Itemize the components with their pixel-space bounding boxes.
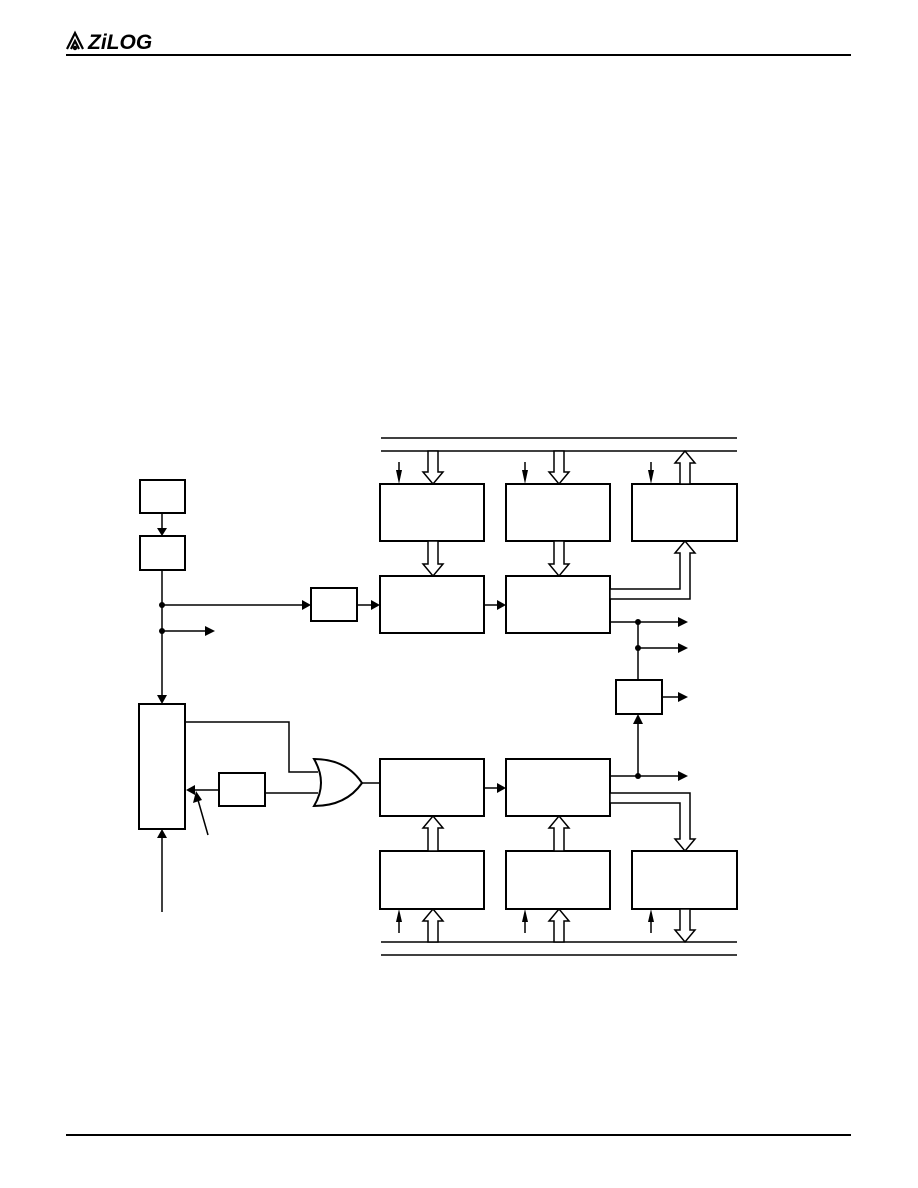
bus-arrow [421, 907, 445, 943]
or-gate [312, 757, 364, 808]
clock-divider-block [139, 535, 186, 571]
header-rule [66, 54, 851, 56]
bus-arrow [421, 450, 445, 486]
bus-arrow [673, 449, 697, 485]
upper-reload-register-b [505, 483, 611, 542]
zilog-logo: ZiLOG [66, 30, 152, 54]
bus-arrow [547, 540, 571, 578]
input-conditioning-block [218, 772, 266, 807]
zilog-emblem-icon [66, 30, 84, 50]
upper-readback-register [631, 483, 738, 542]
upper-reload-register-a [379, 483, 485, 542]
upper-counter-b [505, 575, 611, 634]
lower-reload-register-a [379, 850, 485, 910]
prescaler-block [310, 587, 358, 622]
bus-arrow [421, 540, 445, 578]
bus-arrow [609, 539, 697, 600]
zilog-wordmark: ZiLOG [87, 31, 152, 54]
bus-arrow [547, 814, 571, 852]
output-latch-block [615, 679, 663, 715]
bus-arrow [547, 907, 571, 943]
lower-counter-a [379, 758, 485, 817]
bus-arrow [609, 792, 697, 853]
lower-counter-b [505, 758, 611, 817]
footer-rule [66, 1134, 851, 1136]
bus-arrow [673, 908, 697, 944]
lower-readback-register [631, 850, 738, 910]
control-logic-block [138, 703, 186, 830]
lower-reload-register-b [505, 850, 611, 910]
bus-arrow [547, 450, 571, 486]
clock-source-block [139, 479, 186, 514]
upper-counter-a [379, 575, 485, 634]
bus-arrow [421, 814, 445, 852]
